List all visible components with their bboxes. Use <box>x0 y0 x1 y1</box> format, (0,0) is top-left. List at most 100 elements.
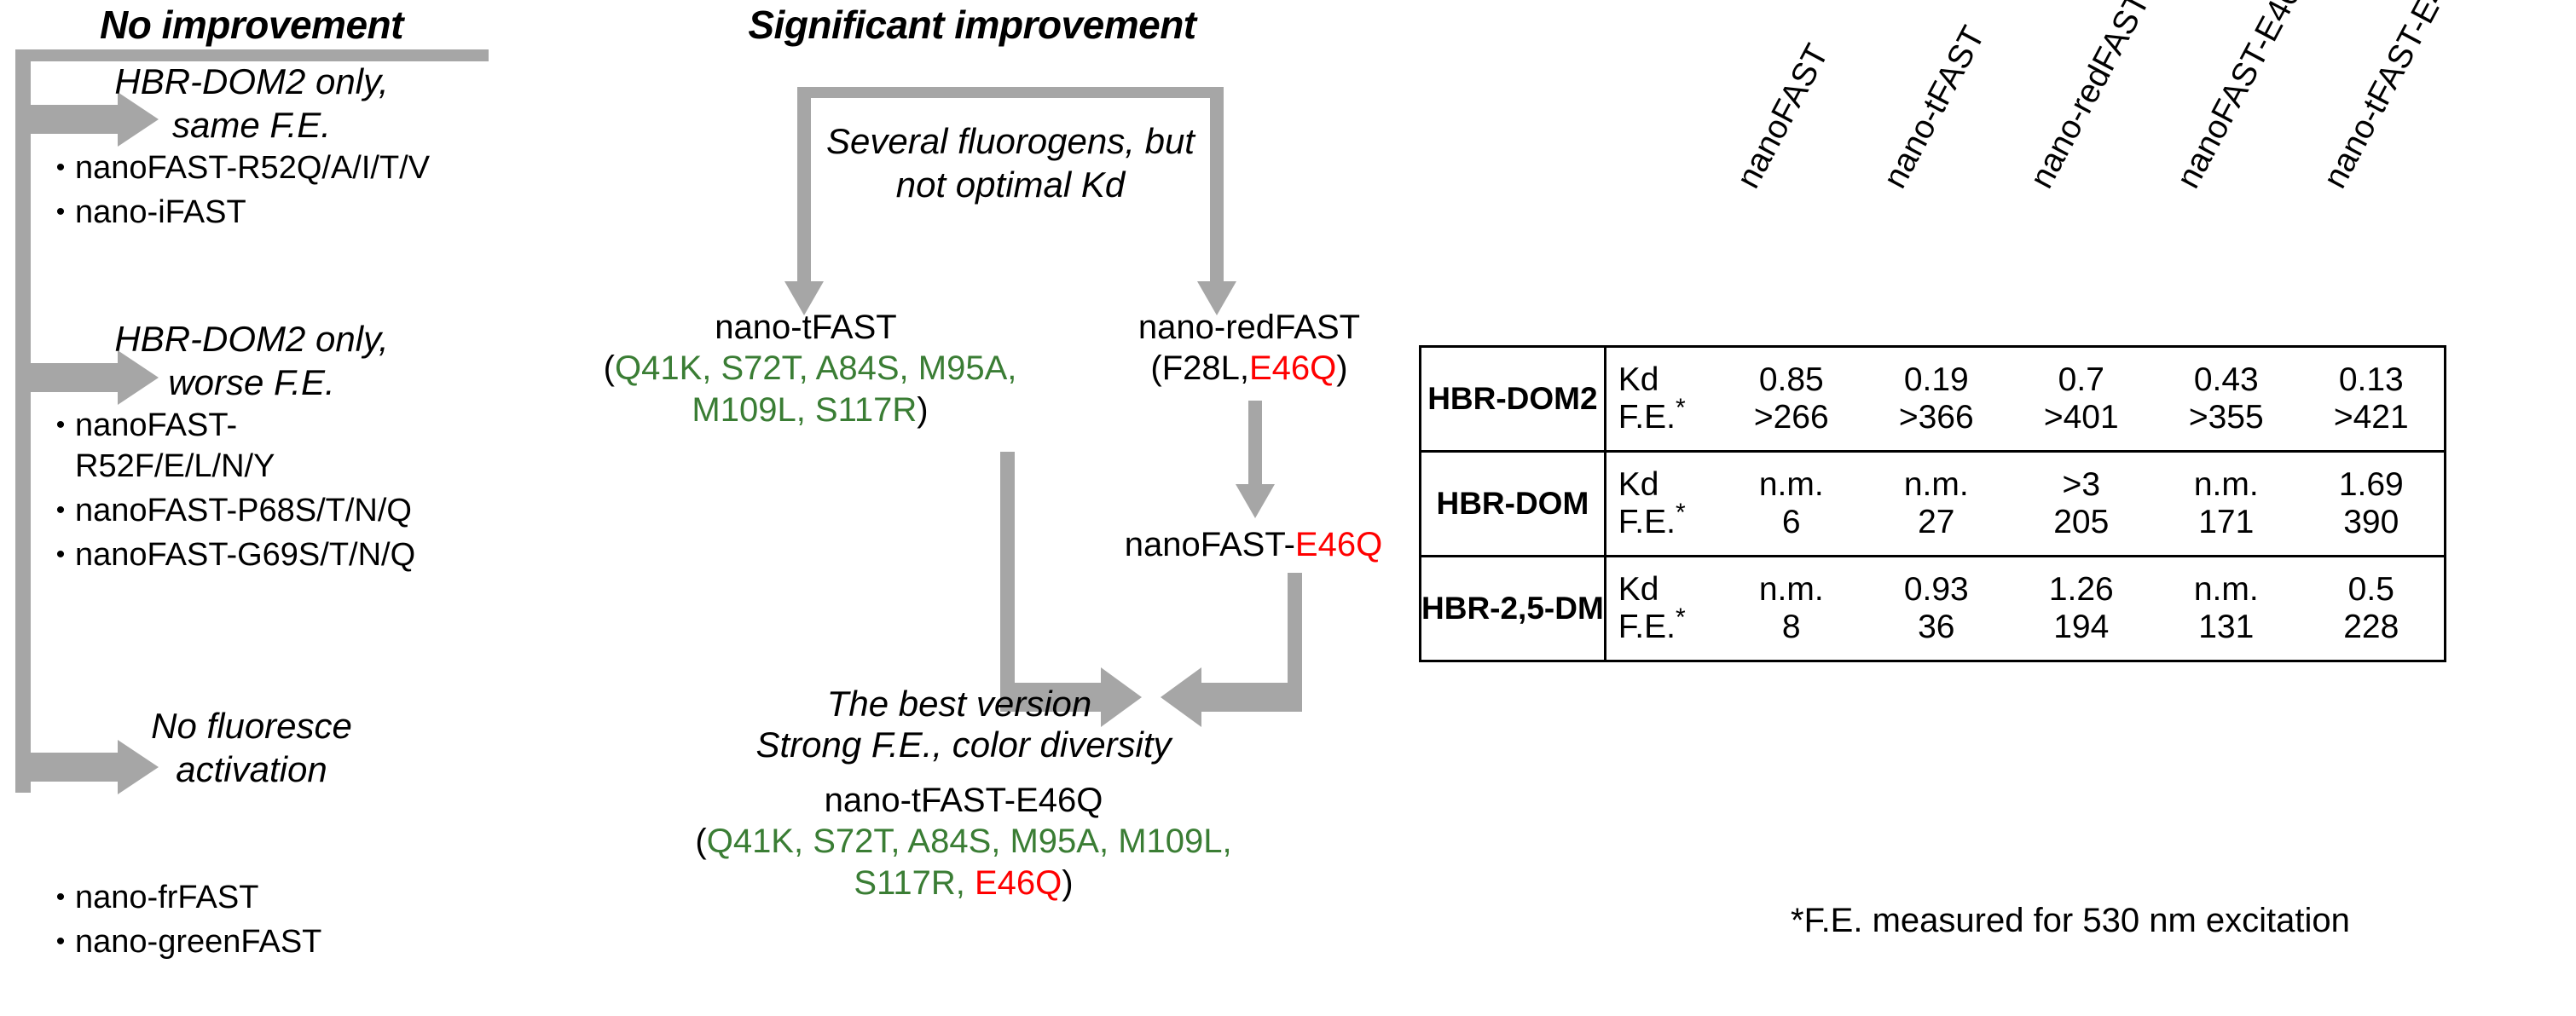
list-item-label: nanoFAST-P68S/T/N/Q <box>75 492 412 528</box>
left-group-2-label-line2: worse F.E. <box>168 362 335 403</box>
list-item-label-line1: nanoFAST- <box>75 407 238 443</box>
bullet-icon: • <box>55 883 66 911</box>
left-group-1-list: • nanoFAST-R52Q/A/I/T/V • nano-iFAST <box>46 148 507 237</box>
left-group-3-label-line2: activation <box>176 749 327 790</box>
left-converge-arrow <box>1000 452 1142 727</box>
cell-value: >421 <box>2298 399 2446 452</box>
metric-label-kd: Kd <box>1605 555 1719 609</box>
table-row: HBR-DOM Kd n.m. n.m. >3 n.m. 1.69 <box>1419 450 2446 557</box>
metric-label-fe-text: F.E. <box>1618 504 1676 540</box>
table-column-header-nanofast-e46q: nanoFAST-E46Q <box>2169 0 2320 194</box>
cell-value: n.m. <box>1718 555 1864 609</box>
redfast-to-e46q-arrow <box>1236 401 1275 518</box>
row-label-hbr-dom: HBR-DOM <box>1419 450 1606 557</box>
cell-value: 0.7 <box>2008 345 2154 399</box>
list-item-label: nano-greenFAST <box>75 923 322 960</box>
list-item-label: nano-iFAST <box>75 193 246 230</box>
nanofast-prefix: nanoFAST- <box>1124 526 1295 563</box>
middle-branch-note-line2: not optimal Kd <box>895 165 1126 205</box>
metric-label-fe: F.E.* <box>1605 395 1719 452</box>
nano-tfast-name: nano-tFAST <box>715 309 897 346</box>
list-item-label: nano-frFAST <box>75 880 259 915</box>
table-row: HBR-2,5-DM Kd n.m. 0.93 1.26 n.m. 0.5 <box>1419 555 2446 662</box>
cell-value: 6 <box>1781 504 1801 540</box>
mutation-list-line1: Q41K, S72T, A84S, M95A, M109L, <box>706 823 1232 860</box>
bullet-icon: • <box>55 153 66 182</box>
mutation-list-line1: Q41K, S72T, A84S, M95A, <box>614 349 1017 387</box>
right-converge-arrow <box>1161 573 1302 727</box>
metric-label-fe-text: F.E. <box>1618 609 1676 645</box>
cell-value: 228 <box>2298 609 2446 662</box>
list-item-label: nanoFAST- R52F/E/L/N/Y <box>75 406 524 488</box>
cell-value: n.m. <box>2153 555 2299 609</box>
row-label-hbr-dom2: HBR-DOM2 <box>1419 345 1606 453</box>
paren-open: ( <box>603 349 615 387</box>
nano-tfast-mutations: (Q41K, S72T, A84S, M95A, M109L, S117R) <box>597 348 1023 431</box>
bullet-icon: • <box>55 197 66 226</box>
footnote-marker: * <box>1675 603 1686 632</box>
metric-label-fe: F.E.* <box>1605 500 1719 557</box>
table-column-header-nano-redfast: nano-redFAST <box>2023 0 2157 194</box>
left-column-heading: No improvement <box>100 3 403 47</box>
left-group-3-list: • nano-frFAST • nano-greenFAST <box>46 878 507 967</box>
metric-label-fe: F.E.* <box>1605 605 1719 662</box>
best-version-title: The best version <box>826 684 1092 724</box>
paren-close: ) <box>917 390 929 429</box>
list-item-label: nanoFAST-G69S/T/N/Q <box>75 536 416 573</box>
left-group-3-label-line1: No fluoresce <box>151 706 352 746</box>
bullet-icon: • <box>55 540 66 569</box>
left-group-1-label-line1: HBR-DOM2 only, <box>114 61 389 101</box>
left-group-2-label: HBR-DOM2 only, worse F.E. <box>51 317 452 404</box>
table-row: F.E.* 6 27 205 171 390 <box>1421 500 2446 557</box>
paren-close: ) <box>1062 863 1074 902</box>
cell-value: >266 <box>1753 399 1829 436</box>
table-row: F.E.* 8 36 194 131 228 <box>1421 605 2446 662</box>
middle-branch-note: Several fluorogens, but not optimal Kd <box>759 119 1262 206</box>
list-item: • nanoFAST-P68S/T/N/Q <box>46 491 524 532</box>
cell-value: 1.26 <box>2008 555 2154 609</box>
cell-value: >366 <box>1898 399 1974 436</box>
left-group-2-label-line1: HBR-DOM2 only, <box>114 319 389 359</box>
best-version-mutations: (Q41K, S72T, A84S, M95A, M109L, S117R, E… <box>648 821 1279 904</box>
cell-value: 8 <box>1718 609 1864 662</box>
middle-split-arrows <box>784 87 1236 315</box>
mutation-e46q: E46Q <box>974 863 1062 902</box>
cell-value: 0.43 <box>2153 345 2299 399</box>
cell-value: 390 <box>2298 504 2446 557</box>
cell-value: 36 <box>1863 609 2009 662</box>
paren-close: ) <box>1336 349 1348 387</box>
list-item: • nanoFAST- R52F/E/L/N/Y <box>46 406 524 488</box>
mutation-e46q: E46Q <box>1248 349 1337 387</box>
list-item: • nanoFAST-R52Q/A/I/T/V <box>46 148 507 189</box>
nanofast-e46q-name: nanoFAST-E46Q <box>1083 524 1424 566</box>
nano-redfast-mutations: (F28L,E46Q) <box>1083 348 1415 390</box>
cell-value: 27 <box>1918 504 1955 540</box>
table-column-header-nano-tfast-e46q: nano-tFAST-E46Q <box>2316 0 2477 194</box>
list-item: • nano-iFAST <box>46 193 507 234</box>
cell-value: 0.13 <box>2298 345 2446 399</box>
results-table-body: HBR-DOM2 Kd 0.85 0.19 0.7 0.43 0.13 F.E.… <box>1419 345 2446 662</box>
left-group-3-label: No fluoresce activation <box>51 704 452 791</box>
cell-value: 205 <box>2053 504 2110 540</box>
table-row: F.E.* >266 >366 >401 >355 >421 <box>1421 395 2446 452</box>
mutation-list-line2: S117R, <box>854 863 965 902</box>
cell-value: 1.69 <box>2298 450 2446 504</box>
list-item-label: nanoFAST-R52Q/A/I/T/V <box>75 150 431 186</box>
cell-value: 0.19 <box>1863 345 2009 399</box>
footnote-marker: * <box>1675 394 1686 422</box>
best-version-subtitle: Strong F.E., color diversity <box>755 724 1172 765</box>
list-item: • nanoFAST-G69S/T/N/Q <box>46 535 524 576</box>
cell-value: 0.5 <box>2298 555 2446 609</box>
cell-value: 171 <box>2198 504 2255 540</box>
table-column-header-nanofast: nanoFAST <box>1729 38 1837 194</box>
mutation-list-line2: M109L, S117R <box>692 390 918 429</box>
table-column-header-nano-tfast: nano-tFAST <box>1876 20 1993 194</box>
bullet-icon: • <box>55 495 66 524</box>
list-item: • nano-frFAST <box>46 878 507 919</box>
cell-value: 194 <box>2008 609 2154 662</box>
cell-value: n.m. <box>1718 450 1864 504</box>
cell-value: n.m. <box>1863 450 2009 504</box>
metric-label-fe-text: F.E. <box>1618 399 1676 436</box>
row-label-hbr-25-dm: HBR-2,5-DM <box>1419 555 1606 662</box>
cell-value: >355 <box>2188 399 2264 436</box>
